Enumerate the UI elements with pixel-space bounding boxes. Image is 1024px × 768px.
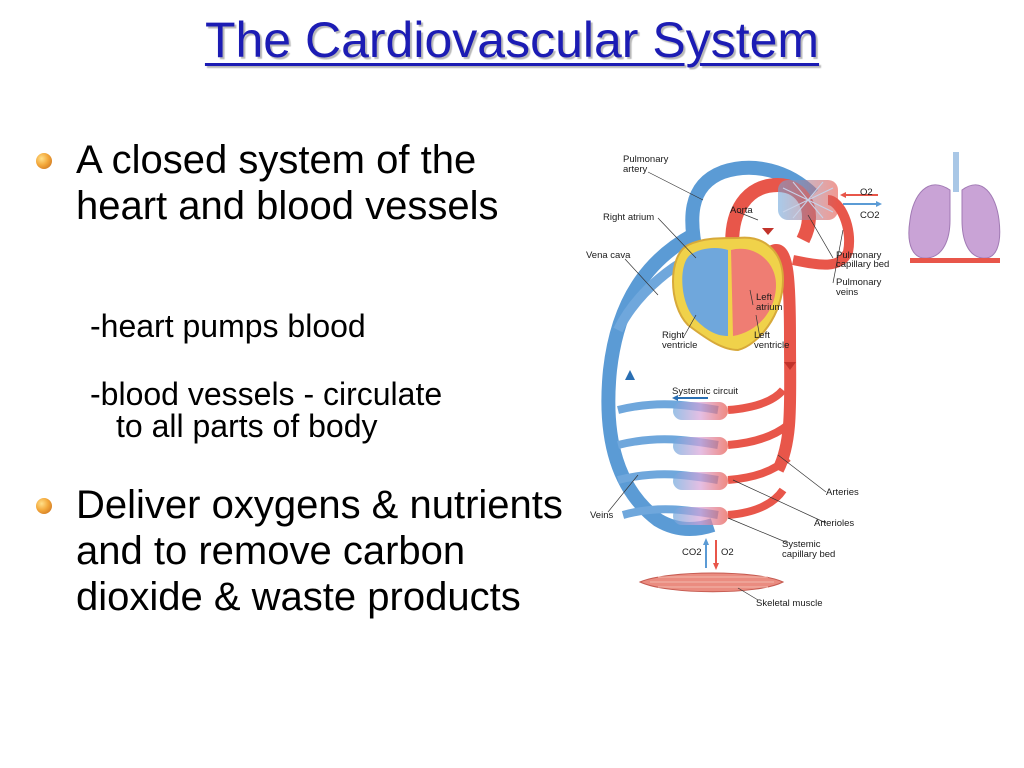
label-o2-bottom: O2 — [721, 547, 734, 558]
slide-title: The Cardiovascular System — [204, 12, 820, 68]
subpoint-vessels-line1: -blood vessels - circulate — [90, 376, 443, 412]
label-right-ventricle: ventricle — [662, 340, 697, 351]
label-vena-cava: Vena cava — [586, 250, 631, 261]
heart-left-side — [731, 248, 776, 336]
label-systemic-capillary-bed: capillary bed — [782, 549, 835, 560]
label-veins: Veins — [590, 510, 613, 521]
label-right-ventricle: Right — [662, 330, 685, 341]
label-systemic-circuit: Systemic circuit — [672, 386, 738, 397]
subpoint-vessels: -blood vessels - circulate to all parts … — [90, 378, 570, 442]
bullet-text: Deliver oxygens & nutrients and to remov… — [76, 483, 563, 619]
label-left-ventricle: Left — [754, 330, 770, 341]
figure-labels: Pulmonary artery Right atrium Aorta Vena… — [586, 154, 889, 609]
pulmonary-veins-vessel — [792, 195, 855, 270]
bullet-dot-icon — [36, 498, 52, 514]
label-pulmonary-capillary-bed: capillary bed — [836, 259, 889, 270]
label-o2: O2 — [860, 187, 873, 198]
lungs-icon — [908, 152, 1001, 263]
heart-right-side — [682, 247, 728, 336]
label-left-atrium: Left — [756, 292, 772, 303]
subpoint-vessels-line2: to all parts of body — [116, 408, 378, 444]
label-systemic-capillary-bed: Systemic — [782, 539, 821, 550]
label-left-atrium: atrium — [756, 302, 782, 313]
label-pulmonary-veins: Pulmonary — [836, 277, 882, 288]
label-right-atrium: Right atrium — [603, 212, 654, 223]
bullet-closed-system: A closed system of the heart and blood v… — [36, 137, 566, 229]
pulmonary-capillary-mesh — [782, 181, 834, 219]
label-co2-bottom: CO2 — [682, 547, 702, 558]
label-co2: CO2 — [860, 210, 880, 221]
subpoint-heart: -heart pumps blood — [90, 308, 366, 344]
bullet-dot-icon — [36, 153, 52, 169]
flow-arrow-icon — [625, 370, 635, 380]
bullet-deliver: Deliver oxygens & nutrients and to remov… — [36, 482, 566, 620]
label-arteries: Arteries — [826, 487, 859, 498]
circulation-diagram: Pulmonary artery Right atrium Aorta Vena… — [578, 140, 1008, 620]
label-left-ventricle: ventricle — [754, 340, 789, 351]
skeletal-muscle-icon — [638, 572, 785, 593]
label-arterioles: Arterioles — [814, 518, 854, 529]
label-skeletal-muscle: Skeletal muscle — [756, 598, 823, 609]
systemic-capillary-beds — [617, 387, 791, 525]
flow-arrow-icon — [762, 228, 774, 235]
vena-cava-vessel — [601, 228, 716, 536]
label-pulmonary-veins: veins — [836, 287, 858, 298]
circulation-diagram-svg: Pulmonary artery Right atrium Aorta Vena… — [586, 152, 1001, 609]
bullet-text: A closed system of the heart and blood v… — [76, 138, 499, 228]
pulmonary-artery-vessel — [685, 160, 818, 262]
flow-arrow-icon — [784, 362, 796, 370]
label-pulmonary-capillary-bed: Pulmonary — [836, 250, 882, 261]
label-aorta: Aorta — [730, 205, 753, 216]
label-pulmonary-artery: artery — [623, 164, 648, 175]
label-pulmonary-artery: Pulmonary — [623, 154, 669, 165]
leader-lines — [607, 171, 844, 601]
